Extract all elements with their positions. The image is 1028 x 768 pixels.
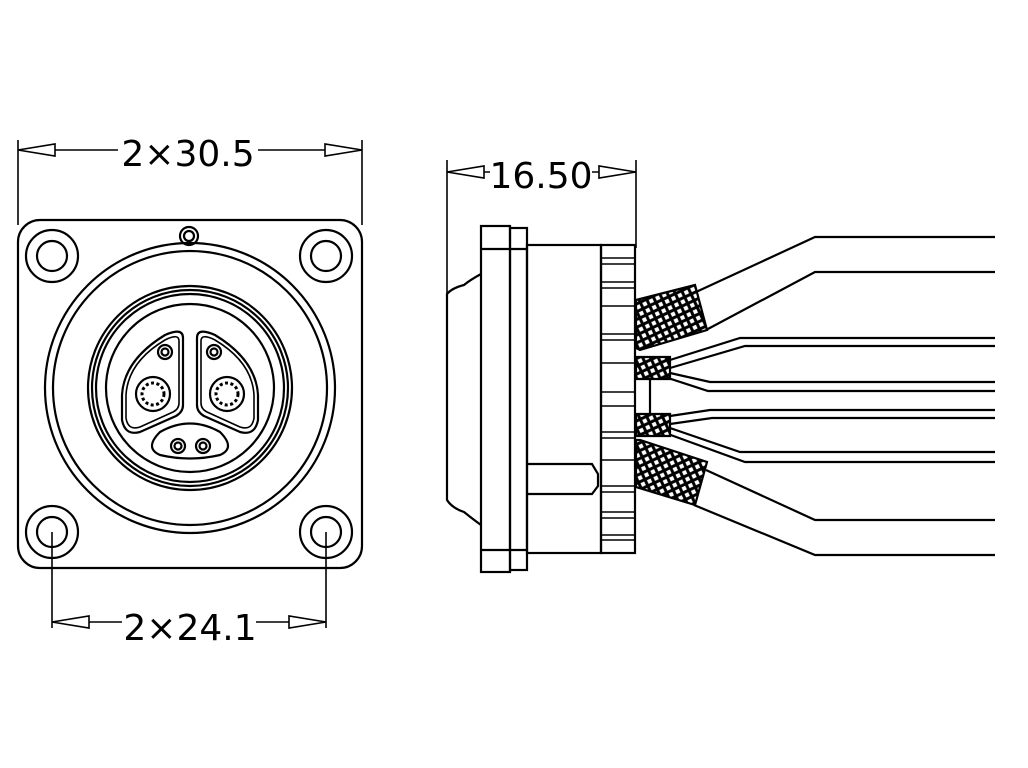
dimension-label-width: 2×30.5 (121, 134, 254, 175)
front-cap (445, 273, 482, 526)
power-contact-left (134, 375, 172, 413)
insert-right (195, 330, 260, 434)
cables (634, 235, 995, 557)
dimension-label-spacing: 2×24.1 (123, 608, 256, 649)
insert-bottom (150, 422, 230, 460)
dimension-hole-spacing: 2×24.1 (51, 532, 327, 649)
knurl-lines (601, 257, 635, 541)
flange-side (479, 224, 512, 574)
receptacle (43, 241, 337, 535)
mounting-holes (24, 228, 354, 560)
braided-sleeve-mid-bottom (634, 412, 672, 438)
braided-sleeve-bottom (634, 438, 709, 507)
braided-sleeve-top (634, 283, 709, 352)
power-contact-right (208, 375, 246, 413)
flange-outline (16, 218, 364, 570)
key-hole (178, 225, 200, 247)
locating-pin (527, 462, 600, 496)
knurled-nut (599, 243, 637, 555)
front-view: 2×30.5 2×24.1 (16, 134, 364, 649)
insert-left (120, 330, 185, 434)
body-side (525, 243, 603, 555)
dimension-depth: 16.50 (446, 156, 637, 295)
dimension-label-depth: 16.50 (489, 156, 592, 197)
braided-sleeve-mid-top (634, 355, 672, 381)
dimension-front-width: 2×30.5 (17, 134, 363, 225)
side-view: 16.50 (445, 156, 995, 574)
